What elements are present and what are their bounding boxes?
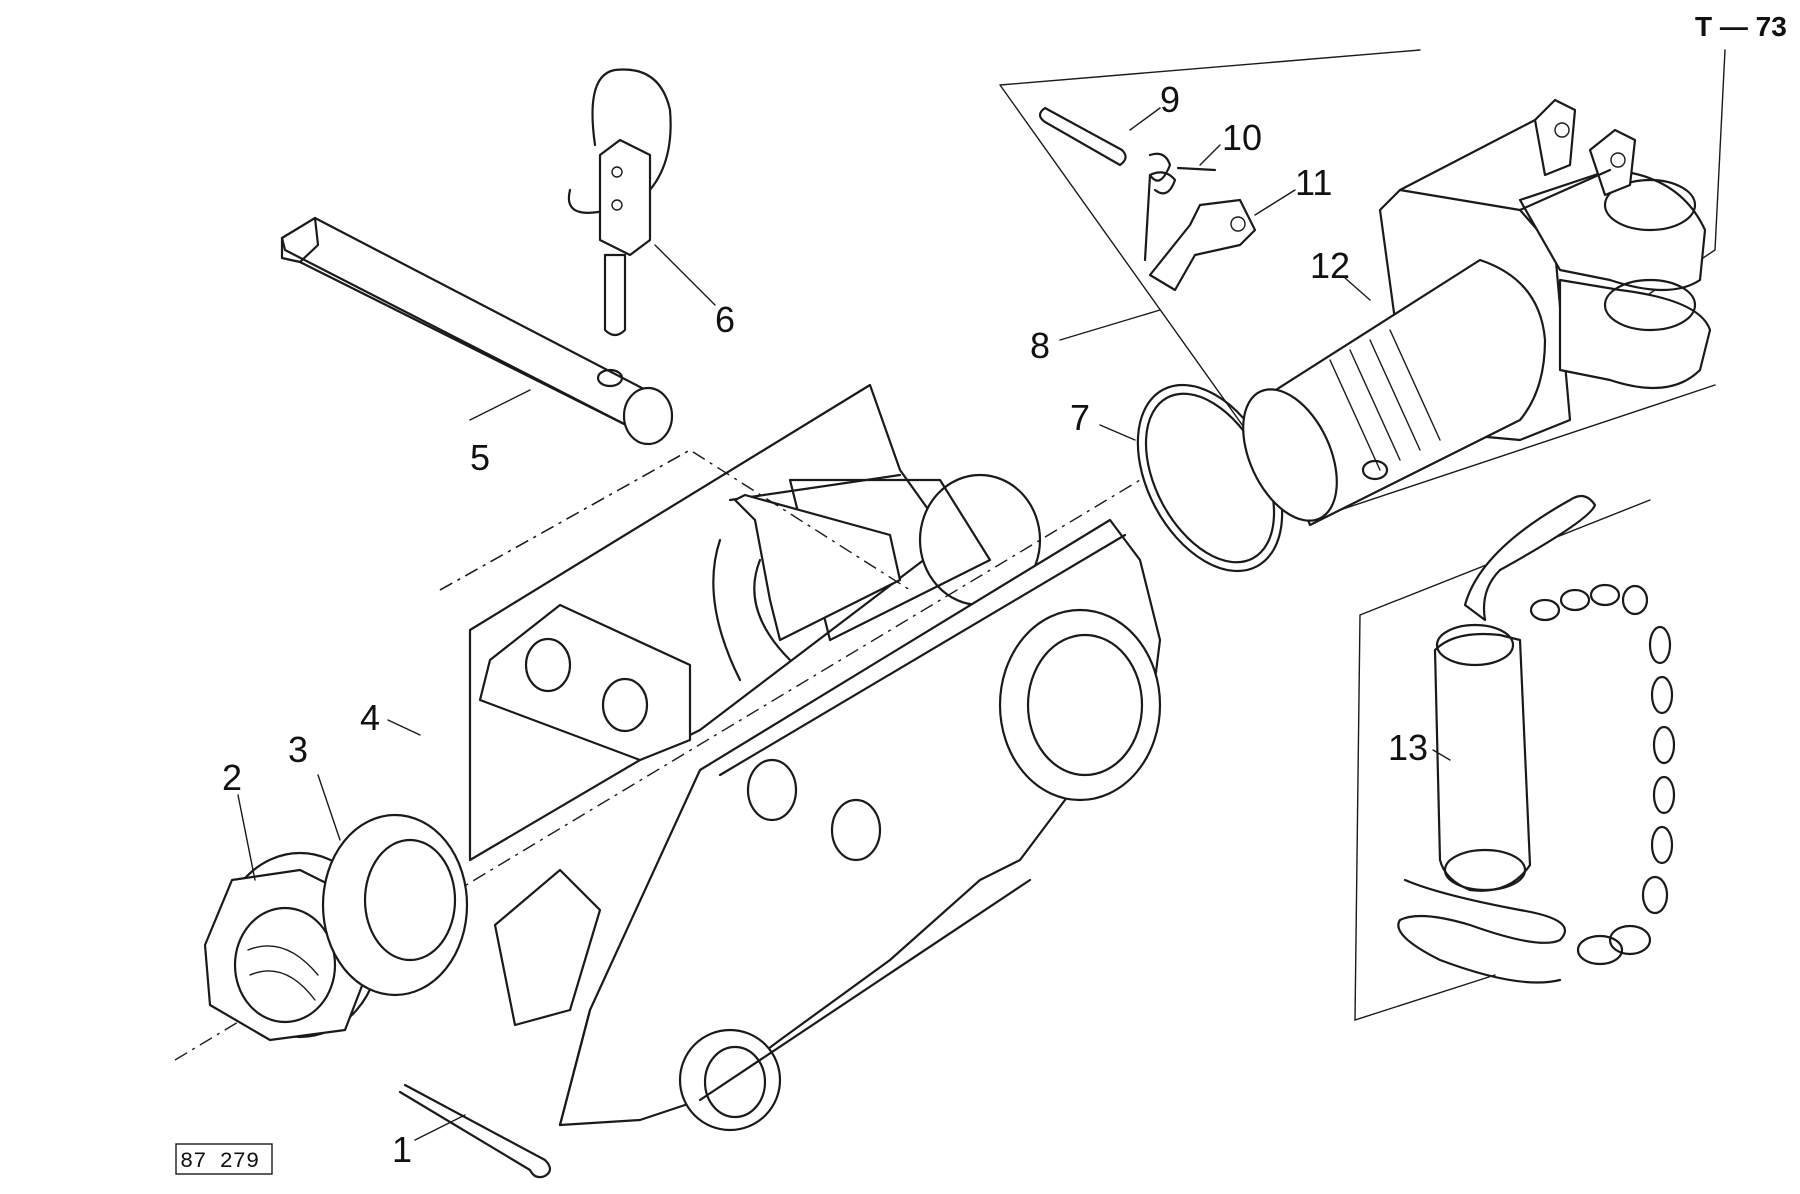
callout-12: 12 [1310,245,1350,286]
spring-pin [1038,106,1127,167]
callout-4: 4 [360,697,380,738]
leader-lines [237,107,1451,1141]
callout-10: 10 [1222,117,1262,158]
latch [1148,198,1257,292]
main-bracket [468,383,1162,1132]
sheet-code: T — 73 [1695,11,1787,42]
callout-2: 2 [222,757,242,798]
callout-6: 6 [715,299,735,340]
callout-9: 9 [1160,79,1180,120]
detent-pin [1397,494,1597,984]
pin [280,216,674,446]
callout-11: 11 [1295,162,1332,203]
washer [321,813,469,997]
callout-7: 7 [1070,397,1090,438]
lynch-pin [567,68,672,337]
callout-3: 3 [288,729,308,770]
callout-1: 1 [392,1129,412,1170]
hook-shaft [1242,258,1547,527]
drawing-number: 87 279 [180,1149,259,1174]
callout-5: 5 [470,437,490,478]
callout-8: 8 [1030,325,1050,366]
torsion-spring [1143,152,1217,262]
drawing-number-box: 87 279 [175,1143,273,1175]
callout-13: 13 [1388,727,1428,768]
chain [1529,583,1676,966]
axis-line-pin [439,449,691,591]
cotter-pin [398,1083,552,1179]
